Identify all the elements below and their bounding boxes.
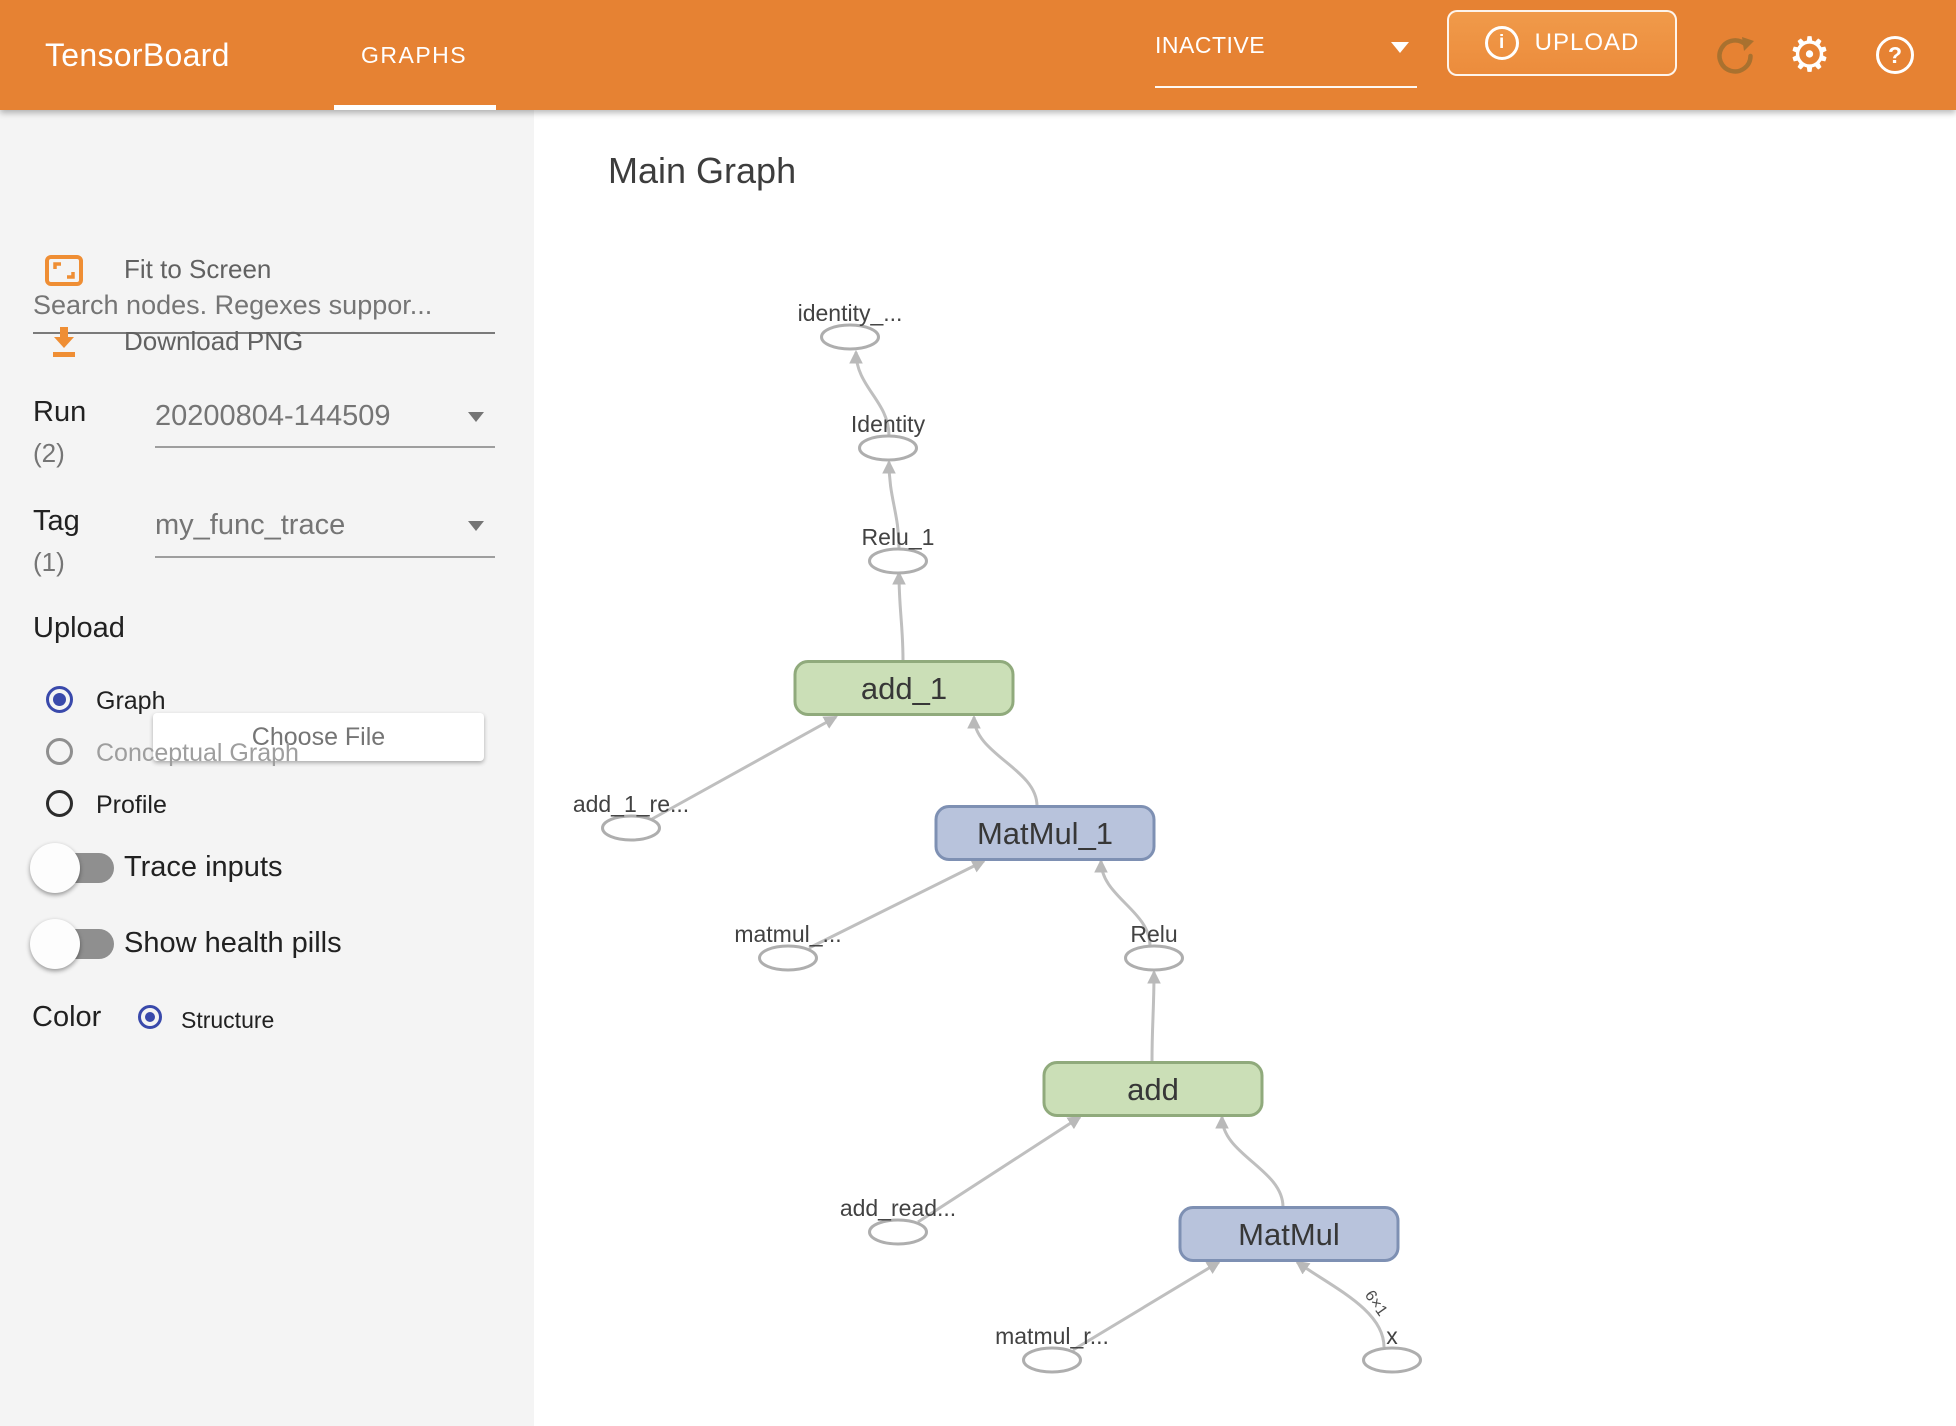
tab-active-underline bbox=[334, 105, 496, 110]
graph-node-add_1_re[interactable] bbox=[601, 814, 661, 842]
main-graph-title: Main Graph bbox=[608, 150, 797, 191]
tag-dropdown[interactable]: my_func_trace bbox=[155, 509, 346, 541]
tag-count: (1) bbox=[33, 547, 65, 577]
tab-graphs[interactable]: GRAPHS bbox=[361, 41, 468, 68]
graph-node-Relu[interactable] bbox=[1124, 944, 1184, 972]
graph-edge-MatMul-to-add bbox=[1215, 1114, 1285, 1208]
tag-dropdown-underline bbox=[155, 556, 495, 558]
color-label: Color bbox=[32, 1001, 102, 1033]
show-health-pills-toggle[interactable] bbox=[30, 919, 114, 969]
graph-node-label-Identity: Identity bbox=[851, 411, 926, 437]
graph-node-label-MatMul: MatMul bbox=[1238, 1217, 1340, 1252]
radio-profile-label[interactable]: Profile bbox=[96, 791, 167, 819]
graph-node-matmul_read[interactable] bbox=[1022, 1346, 1082, 1374]
status-dropdown[interactable]: INACTIVE bbox=[1155, 0, 1417, 110]
tag-dropdown-caret-icon[interactable] bbox=[468, 521, 484, 531]
run-label: Run bbox=[33, 396, 87, 428]
run-count: (2) bbox=[33, 438, 65, 468]
show-health-pills-toggle-knob[interactable] bbox=[30, 919, 80, 969]
graph-node-label-x: x bbox=[1386, 1323, 1398, 1349]
graph-node-label-add_read: add_read... bbox=[840, 1195, 956, 1221]
fit-to-screen-icon bbox=[44, 250, 84, 295]
graph-node-label-add_1: add_1 bbox=[861, 671, 947, 706]
graph-node-label-matmul_read: matmul_r... bbox=[995, 1323, 1109, 1349]
graph-node-identity_out[interactable] bbox=[820, 323, 880, 351]
trace-inputs-label: Trace inputs bbox=[124, 851, 283, 883]
choose-file-button[interactable]: Choose File bbox=[153, 713, 484, 761]
app-header: TensorBoard GRAPHS INACTIVE i UPLOAD ⚙ ? bbox=[0, 0, 1956, 110]
graph-node-x[interactable] bbox=[1362, 1346, 1422, 1374]
upload-button-label: UPLOAD bbox=[1534, 29, 1640, 56]
graph-node-add[interactable] bbox=[1042, 1061, 1264, 1117]
graph-node-MatMul[interactable] bbox=[1178, 1206, 1400, 1262]
graph-edge-MatMul_1-to-add_1 bbox=[967, 714, 1039, 807]
graph-node-label-Relu: Relu bbox=[1130, 921, 1177, 947]
graph-edge-add_1-to-Relu_1 bbox=[892, 570, 906, 662]
graph-node-label-MatMul_1: MatMul_1 bbox=[977, 816, 1113, 851]
radio-color-structure-label[interactable]: Structure bbox=[181, 1007, 275, 1033]
graph-node-Relu_1[interactable] bbox=[868, 547, 928, 575]
info-icon: i bbox=[1484, 26, 1519, 60]
fit-to-screen-label: Fit to Screen bbox=[124, 254, 272, 284]
app-title: TensorBoard bbox=[45, 36, 230, 73]
trace-inputs-toggle-knob[interactable] bbox=[30, 843, 80, 893]
graph-node-label-identity_out: identity_... bbox=[798, 300, 903, 326]
radio-conceptual-graph-label[interactable]: Conceptual Graph bbox=[96, 739, 299, 767]
graph-node-label-add: add bbox=[1127, 1072, 1179, 1107]
upload-button[interactable]: i UPLOAD bbox=[1447, 10, 1677, 76]
graph-node-label-matmul_1_read: matmul_... bbox=[734, 921, 841, 947]
radio-profile[interactable] bbox=[46, 790, 73, 817]
run-dropdown-caret-icon[interactable] bbox=[468, 412, 484, 422]
download-png-button[interactable]: Download PNG bbox=[0, 320, 534, 364]
refresh-icon[interactable] bbox=[1712, 0, 1756, 110]
graph-edge-matmul_read-to-MatMul bbox=[1072, 1260, 1221, 1352]
graph-edge-add-to-Relu bbox=[1147, 969, 1161, 1063]
tag-label: Tag bbox=[33, 505, 80, 537]
download-png-label: Download PNG bbox=[124, 326, 304, 356]
graph-node-matmul_1_read[interactable] bbox=[758, 944, 818, 972]
graph-edge-matmul_1_read-to-MatMul_1 bbox=[808, 859, 986, 950]
run-dropdown[interactable]: 20200804-144509 bbox=[155, 400, 391, 432]
graph-node-add_1[interactable] bbox=[793, 660, 1015, 716]
help-icon[interactable]: ? bbox=[1876, 0, 1914, 110]
graph-node-Identity[interactable] bbox=[858, 434, 918, 462]
status-dropdown-value[interactable]: INACTIVE bbox=[1155, 32, 1266, 58]
graph-node-label-add_1_re: add_1_re... bbox=[573, 791, 689, 817]
show-health-pills-label: Show health pills bbox=[124, 927, 342, 959]
graph-edge-Relu-to-MatMul_1 bbox=[1094, 858, 1152, 947]
status-dropdown-underline bbox=[1155, 86, 1417, 88]
graph-edge-Identity-to-identity_out bbox=[849, 349, 891, 437]
graph-edge-add_1_re-to-add_1 bbox=[651, 715, 838, 821]
trace-inputs-toggle[interactable] bbox=[30, 843, 114, 893]
radio-graph[interactable] bbox=[46, 686, 73, 713]
fit-to-screen-button[interactable]: Fit to Screen bbox=[0, 248, 534, 292]
run-dropdown-underline bbox=[155, 446, 495, 448]
search-input[interactable] bbox=[33, 278, 495, 334]
graph-edge-add_read-to-add bbox=[917, 1115, 1082, 1224]
radio-conceptual-graph[interactable] bbox=[46, 738, 73, 765]
download-png-icon bbox=[44, 322, 84, 367]
graph-node-label-Relu_1: Relu_1 bbox=[862, 524, 935, 550]
upload-file-label: Upload bbox=[33, 612, 125, 644]
graph-node-MatMul_1[interactable] bbox=[934, 805, 1156, 861]
graph-node-add_read[interactable] bbox=[868, 1218, 928, 1246]
sidebar: Fit to Screen Download PNG Run (2) 20200… bbox=[0, 110, 534, 1426]
radio-color-structure[interactable] bbox=[138, 1005, 162, 1029]
gear-icon[interactable]: ⚙ bbox=[1788, 29, 1832, 82]
graph-edge-Relu_1-to-Identity bbox=[882, 459, 901, 550]
chevron-down-icon bbox=[1391, 42, 1409, 53]
graph-edge-x-to-MatMul bbox=[1295, 1260, 1386, 1348]
edge-shape-label: 6×1 bbox=[1361, 1287, 1391, 1319]
radio-graph-label[interactable]: Graph bbox=[96, 687, 166, 715]
